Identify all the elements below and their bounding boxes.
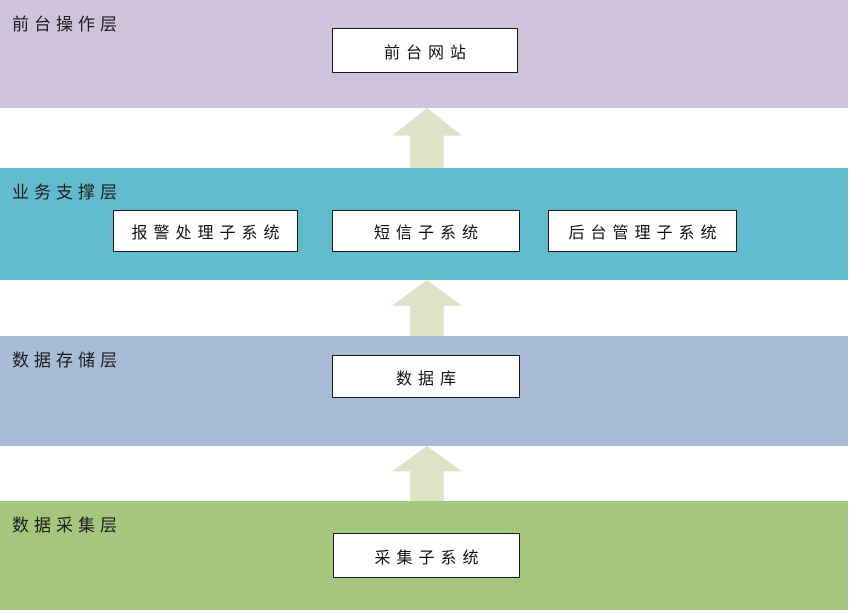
node-box-backend-management-subsystem: 后台管理子系统: [548, 210, 737, 252]
layer-band-data-storage: 数据存储层: [0, 336, 848, 446]
up-arrow-icon: [392, 280, 462, 336]
node-box-frontend-website: 前台网站: [332, 28, 518, 73]
node-box-database: 数据库: [332, 355, 520, 398]
layer-label-data-collection: 数据采集层: [12, 516, 122, 536]
up-arrow-icon: [392, 446, 462, 501]
up-arrow-icon: [392, 108, 462, 168]
node-box-alarm-processing-subsystem: 报警处理子系统: [113, 210, 298, 252]
node-box-collection-subsystem: 采集子系统: [333, 533, 520, 578]
layer-label-data-storage: 数据存储层: [12, 351, 122, 371]
layer-label-front-operation: 前台操作层: [12, 15, 122, 35]
node-box-sms-subsystem: 短信子系统: [332, 210, 520, 252]
layer-label-business-support: 业务支撑层: [12, 183, 122, 203]
